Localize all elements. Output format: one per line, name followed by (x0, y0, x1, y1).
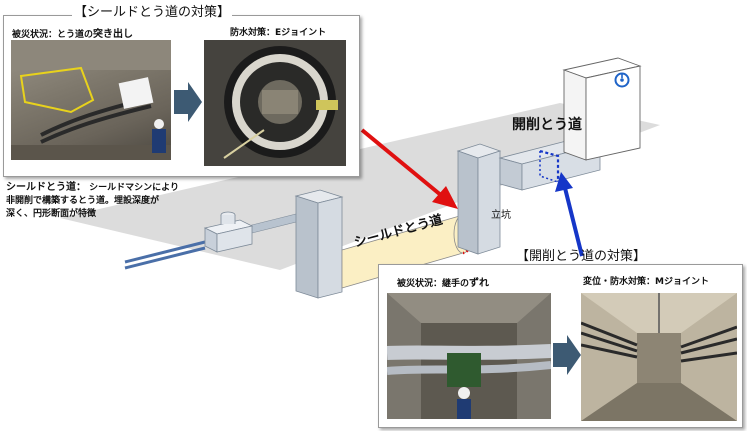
shield-countermeasures-heading: 【シールドとう道の対策】 (72, 1, 233, 20)
pipe (124, 246, 206, 270)
shield-damage-caption: 被災状況：とう道の突き出し (12, 29, 134, 40)
cut-cover-countermeasures-panel: 被災状況：継手のずれ 変位・防水対策：Mジョイント (378, 264, 743, 428)
cut-cover-countermeasures-heading: 【開削とう道の対策】 (516, 249, 647, 264)
blue-arrow (555, 172, 584, 257)
left-pillar (294, 189, 344, 299)
shield-description-line1: シールドマシンにより (89, 183, 179, 193)
shield-description-line3: 深く、円形断面が特徴 (6, 209, 97, 219)
cut-cover-damage-caption: 被災状況：継手のずれ (397, 278, 490, 289)
cut-cover-tunnel-label: 開削とう道 (512, 117, 582, 133)
shield-damage-emphasis: 突き出し (93, 29, 134, 40)
shield-description-line2: 非開削で構築するとう道。埋設深度が (6, 196, 160, 206)
cut-cover-damage-photo (387, 293, 551, 419)
cut-cover-damage-emphasis: ずれ (469, 278, 490, 289)
cut-cover-waterproof-photo (581, 293, 737, 421)
shield-countermeasures-panel: 被災状況：とう道の突き出し 防水対策：Eジョイント (3, 15, 360, 177)
red-arrow (360, 128, 458, 209)
small-box (203, 211, 254, 253)
shaft (456, 143, 502, 255)
building (562, 57, 642, 161)
cut-cover-waterproof-caption: 変位・防水対策：Mジョイント (583, 277, 709, 287)
shaft-label: 立坑 (491, 210, 511, 221)
shield-description-term: シールドとう道： (6, 182, 86, 193)
shield-waterproof-caption: 防水対策：Eジョイント (230, 28, 327, 38)
pipe (124, 240, 206, 264)
shield-panel-arrow (174, 82, 202, 122)
shield-waterproof-photo (204, 40, 346, 166)
shield-description: シールドとう道： シールドマシンにより 非開削で構築するとう道。埋設深度が 深く… (6, 181, 179, 221)
cut-cover-panel-arrow (553, 335, 581, 375)
shield-damage-photo (11, 40, 171, 160)
